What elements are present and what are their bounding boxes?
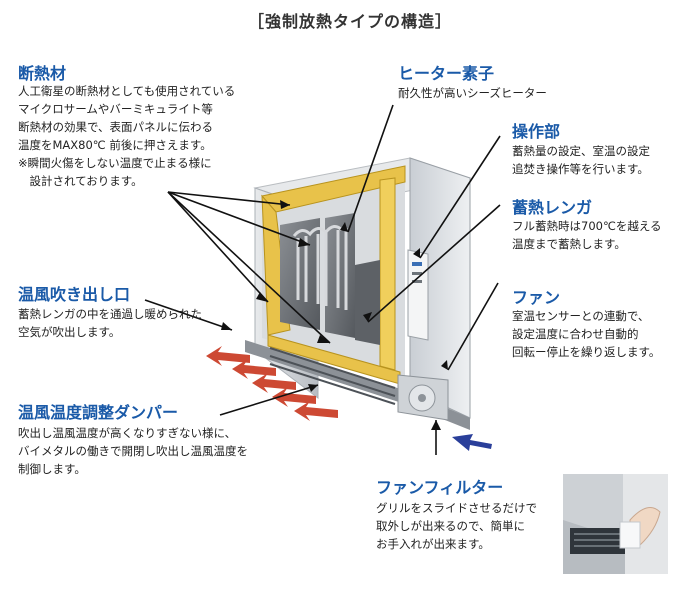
desc-line: 回転ー停止を繰り返します。: [512, 345, 661, 359]
desc-damper: 吹出し温風温度が高くなりすぎない様に、 バイメタルの働きで開閉し吹出し温風温度を…: [18, 424, 248, 478]
outlet-grille: [269, 347, 396, 405]
desc-line: バイメタルの働きで開閉し吹出し温風温度を: [18, 444, 248, 458]
desc-line: 空気が吹出します。: [18, 325, 121, 339]
heading-fan: ファン: [512, 288, 561, 307]
heading-filter: ファンフィルター: [376, 478, 504, 497]
heading-damper: 温風温度調整ダンパー: [18, 403, 179, 422]
fan-housing: [397, 374, 449, 421]
desc-line: ※瞬間火傷をしない温度で止まる様に: [18, 156, 212, 170]
heading-control: 操作部: [512, 122, 561, 141]
desc-fan: 室温センサーとの連動で、 設定温度に合わせ自動的 回転ー停止を繰り返します。: [512, 307, 660, 361]
desc-line: 取外しが出来るので、簡単に: [376, 519, 526, 533]
heading-insulation: 断熱材: [18, 64, 67, 83]
hot-air-arrows: [206, 346, 338, 421]
desc-outlet: 蓄熱レンガの中を通過し暖められた 空気が吹出します。: [18, 305, 202, 341]
desc-line: お手入れが出来ます。: [376, 537, 490, 551]
desc-line: 耐久性が高いシーズヒーター: [398, 86, 547, 100]
desc-filter: グリルをスライドさせるだけで 取外しが出来るので、簡単に お手入れが出来ます。: [376, 499, 537, 553]
heading-outlet: 温風吹き出し口: [18, 285, 131, 304]
desc-control: 蓄熱量の設定、室温の設定 追焚き操作等を行います。: [512, 142, 650, 178]
diagram-title: ［強制放熱タイプの構造］: [247, 12, 452, 31]
desc-line: フル蓄熱時は700℃を越える: [512, 219, 662, 233]
heading-brick: 蓄熱レンガ: [512, 198, 593, 217]
desc-line: 温度をMAX80℃ 前後に押さえます。: [18, 138, 212, 152]
desc-line: 断熱材の効果で、表面パネルに伝わる: [18, 120, 214, 134]
desc-line: 吹出し温風温度が高くなりすぎない様に、: [18, 426, 237, 440]
desc-line: グリルをスライドさせるだけで: [376, 501, 537, 515]
leader-arrowheads: [221, 200, 448, 430]
heading-heater: ヒーター素子: [398, 64, 495, 83]
desc-line: 制御します。: [18, 462, 86, 476]
desc-line: 設計されております。: [18, 174, 143, 188]
control-panel-part: [407, 249, 429, 341]
intake-arrow-icon: [452, 434, 492, 451]
filter-photo-inset: [563, 474, 668, 574]
desc-line: 蓄熱レンガの中を通過し暖められた: [18, 307, 202, 321]
desc-brick: フル蓄熱時は700℃を越える 温度まで蓄熱します。: [512, 217, 662, 253]
heater-elements: [292, 225, 348, 310]
desc-line: 温度まで蓄熱します。: [512, 237, 626, 251]
desc-line: 追焚き操作等を行います。: [512, 162, 649, 176]
leader-lines: [144, 104, 501, 455]
desc-line: 蓄熱量の設定、室温の設定: [512, 144, 650, 158]
desc-insulation: 人工衛星の断熱材としても使用されている マイクロサームやバーミキュライト等 断熱…: [18, 82, 235, 190]
desc-line: 人工衛星の断熱材としても使用されている: [18, 84, 236, 98]
desc-line: 室温センサーとの連動で、: [512, 309, 650, 323]
desc-heater: 耐久性が高いシーズヒーター: [398, 84, 547, 102]
desc-line: マイクロサームやバーミキュライト等: [18, 102, 213, 116]
desc-line: 設定温度に合わせ自動的: [512, 327, 639, 341]
